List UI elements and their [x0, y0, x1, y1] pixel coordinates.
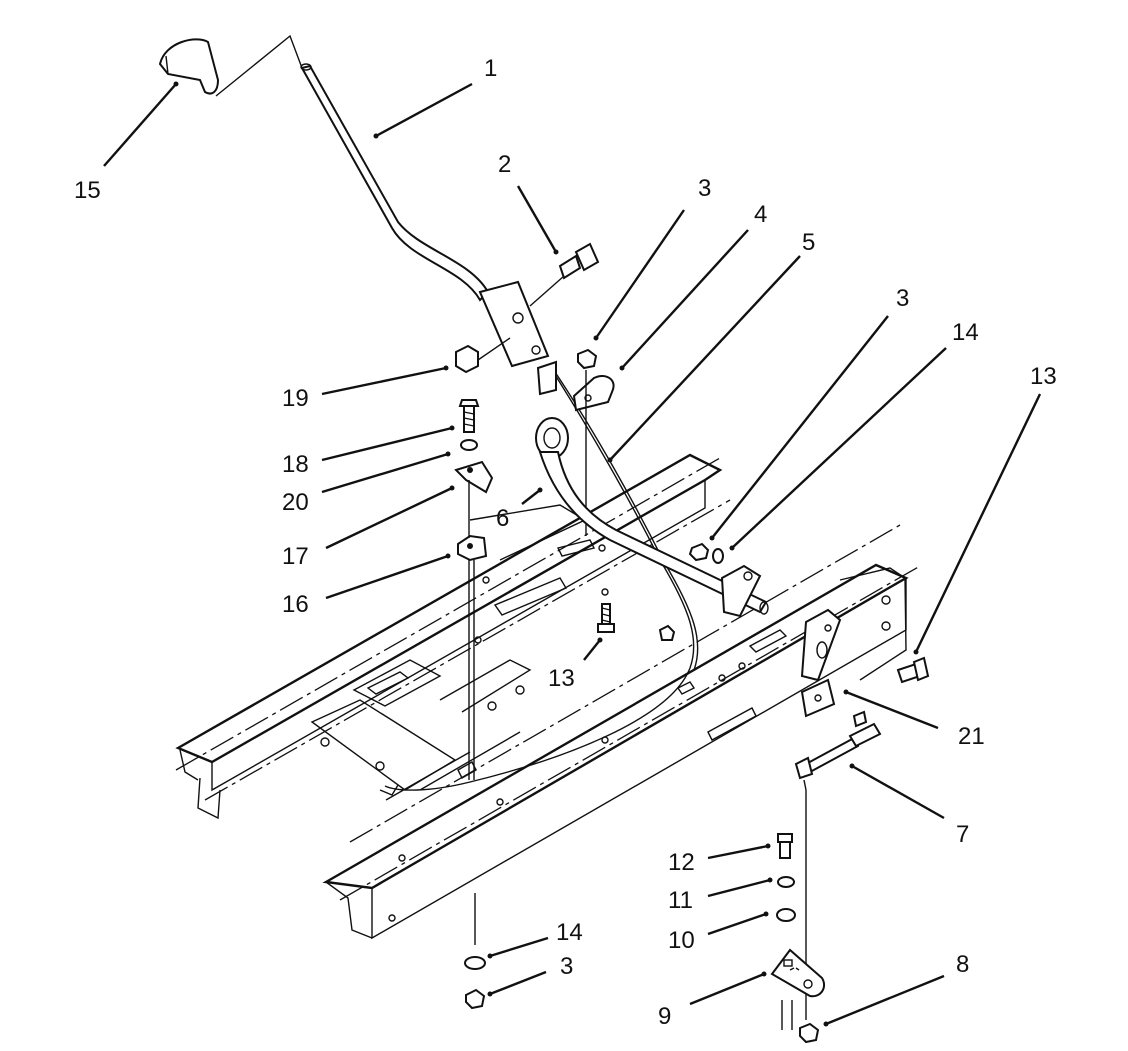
leader-8 — [825, 974, 945, 1026]
leader-18 — [321, 426, 453, 462]
leader-1 — [375, 82, 473, 138]
frame-rail-lower — [322, 524, 921, 940]
leader-11 — [707, 878, 771, 898]
lever-knob — [158, 34, 303, 97]
shift-lever — [300, 63, 557, 396]
callout-11: 11 — [668, 887, 693, 914]
leader-14b — [489, 936, 549, 958]
callout-14b: 14 — [556, 919, 583, 946]
callout-9: 9 — [658, 1003, 671, 1030]
callout-13a: 13 — [1030, 363, 1057, 390]
leader-20 — [321, 452, 449, 494]
callout-17: 17 — [282, 543, 309, 570]
leader-3c — [489, 970, 547, 996]
leader-12 — [707, 844, 769, 860]
callout-13b: 13 — [548, 665, 575, 692]
bolt-13 — [597, 603, 930, 684]
callout-5: 5 — [802, 229, 815, 256]
leader-7 — [851, 764, 945, 820]
hardware-stack — [770, 833, 826, 1044]
leader-15 — [103, 83, 177, 167]
leader-5 — [609, 255, 801, 461]
callout-14a: 14 — [952, 319, 979, 346]
callout-3b: 3 — [896, 285, 909, 312]
frame-rail-upper — [175, 453, 731, 820]
leader-6 — [521, 489, 541, 505]
leader-9 — [689, 972, 765, 1006]
callout-12: 12 — [668, 849, 695, 876]
callout-16: 16 — [282, 591, 309, 618]
callout-21: 21 — [958, 723, 985, 750]
nut-washer-rail — [658, 542, 724, 641]
callout-19: 19 — [282, 385, 309, 412]
callout-20: 20 — [282, 489, 309, 516]
leader-16 — [325, 554, 449, 600]
leader-4 — [621, 229, 749, 369]
callout-8: 8 — [956, 951, 969, 978]
leader-10 — [707, 912, 767, 936]
callout-1: 1 — [484, 55, 497, 82]
callout-3a: 3 — [698, 175, 711, 202]
bolt-2 — [529, 242, 600, 307]
leader-21 — [845, 690, 939, 730]
callout-4: 4 — [754, 201, 767, 228]
stud-assembly — [454, 399, 494, 780]
leader-19 — [321, 366, 447, 396]
callout-15: 15 — [74, 177, 101, 204]
leader-13b — [583, 639, 601, 661]
callout-3c: 3 — [560, 953, 573, 980]
callout-7: 7 — [956, 821, 969, 848]
callouts: 1 2 3 4 5 3 14 13 15 19 — [74, 55, 1057, 1030]
callout-18: 18 — [282, 451, 309, 478]
callout-6: 6 — [496, 505, 509, 532]
leader-14a — [731, 347, 947, 549]
tie-rod — [794, 710, 882, 1020]
leader-13a — [914, 393, 1042, 653]
lower-washer-nut — [464, 893, 486, 1010]
nut-19 — [455, 337, 511, 374]
callout-2: 2 — [498, 151, 511, 178]
leader-2 — [516, 185, 558, 253]
mounting-plate — [310, 504, 609, 801]
callout-10: 10 — [668, 927, 695, 954]
leader-3b — [711, 315, 889, 539]
pivot-bracket — [720, 564, 842, 718]
leader-17 — [325, 486, 453, 550]
leader-3a — [595, 209, 685, 339]
